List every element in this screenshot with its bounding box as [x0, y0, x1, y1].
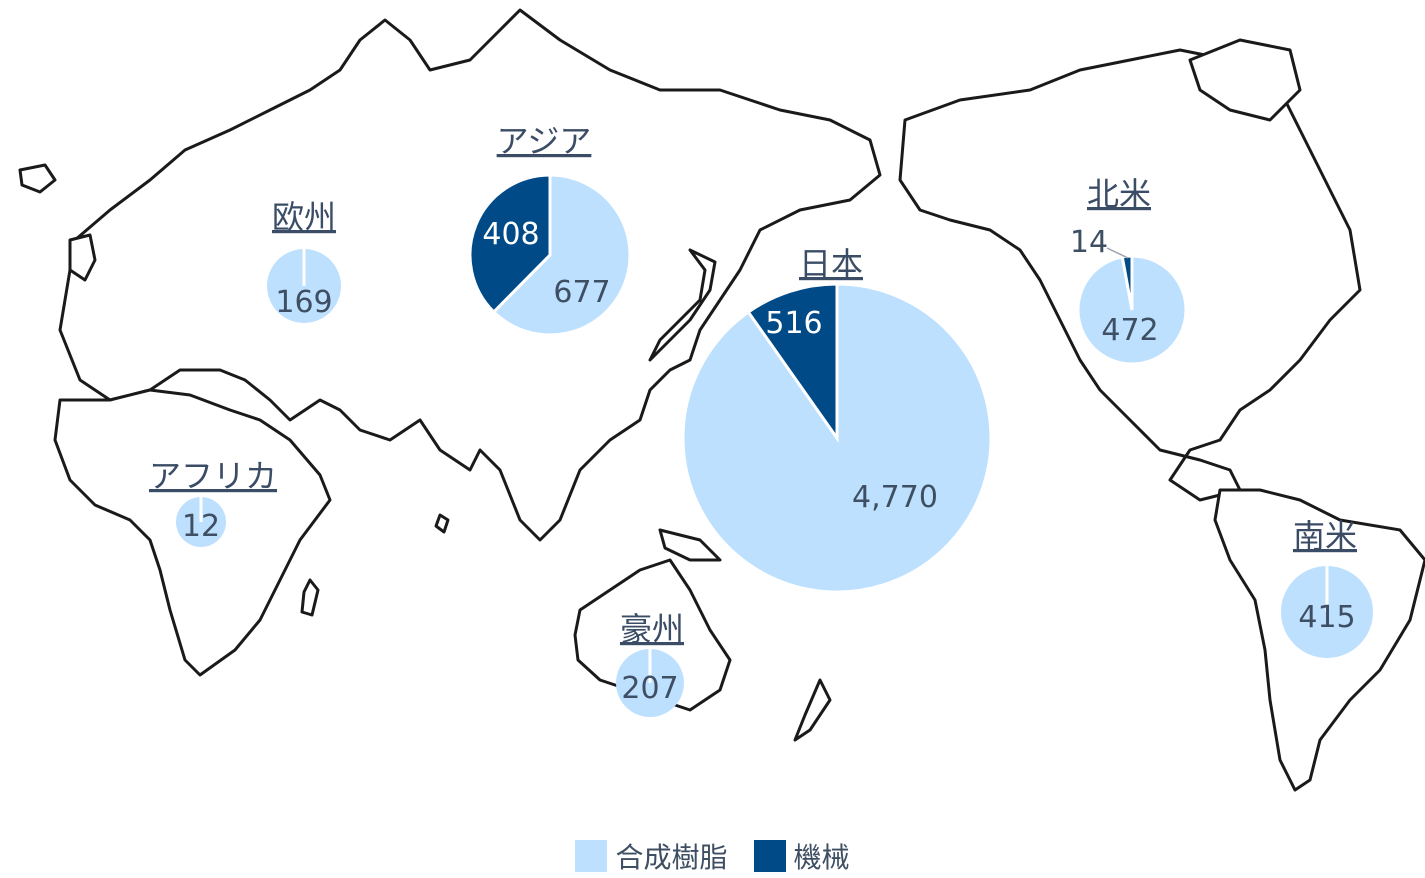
legend-item-machinery: 機械 [753, 836, 850, 876]
legend-label-machinery: 機械 [793, 841, 850, 874]
japan-landmass [648, 248, 717, 362]
madagascar-landmass [300, 578, 320, 617]
pie-slice-machinery-north-america [1120, 254, 1134, 311]
region-title-europe: 欧州 [272, 198, 336, 236]
legend-item-resin: 合成樹脂 [575, 836, 728, 876]
sri-lanka-landmass [434, 513, 450, 534]
value-resin-south-america: 415 [1298, 600, 1355, 635]
leader-line-north-america [1106, 247, 1129, 259]
region-pies [176, 173, 1373, 717]
pie-slice-resin-asia [491, 173, 632, 337]
region-title-asia: アジア [497, 122, 592, 160]
pie-europe [267, 249, 341, 323]
region-title-north-america: 北米 [1087, 175, 1151, 213]
new-guinea-landmass [658, 528, 722, 562]
value-resin-north-america: 472 [1101, 313, 1158, 348]
pie-slice-machinery-asia [468, 173, 552, 315]
pie-japan [681, 282, 993, 594]
value-resin-europe: 169 [275, 285, 332, 320]
region-title-japan: 日本 [799, 245, 863, 283]
pie-africa [176, 497, 226, 547]
eurasia-landmass [58, 8, 882, 542]
greenland-landmass [1188, 38, 1302, 122]
pie-north-america [1076, 254, 1188, 366]
value-resin-africa: 12 [182, 509, 220, 544]
uk-landmass [68, 233, 97, 282]
legend-label-resin: 合成樹脂 [615, 841, 728, 874]
value-machinery-north-america: 14 [1070, 225, 1108, 260]
region-title-oceania: 豪州 [620, 610, 684, 648]
value-resin-asia: 677 [553, 275, 610, 310]
pie-south-america [1281, 566, 1373, 658]
legend: 合成樹脂 機械 [0, 836, 1425, 876]
value-resin-oceania: 207 [621, 671, 678, 706]
region-title-south-america: 南米 [1293, 517, 1357, 555]
legend-swatch-resin [575, 840, 608, 872]
pie-asia [468, 173, 632, 337]
world-map [18, 8, 1425, 792]
value-machinery-asia: 408 [482, 217, 539, 252]
iceland-landmass [18, 163, 57, 194]
value-machinery-japan: 516 [765, 306, 822, 341]
legend-swatch-machinery [753, 840, 786, 872]
new-zealand-landmass [793, 678, 832, 742]
region-title-africa: アフリカ [149, 457, 277, 495]
region-labels: 欧州 169 アジア 677 408 日本 4,770 516 北米 472 14 アフリカ 12 豪州 2… [149, 122, 1357, 706]
australia-landmass [573, 558, 732, 712]
value-resin-japan: 4,770 [852, 480, 938, 515]
pie-oceania [616, 649, 684, 717]
pie-slice-machinery-japan [746, 282, 839, 443]
